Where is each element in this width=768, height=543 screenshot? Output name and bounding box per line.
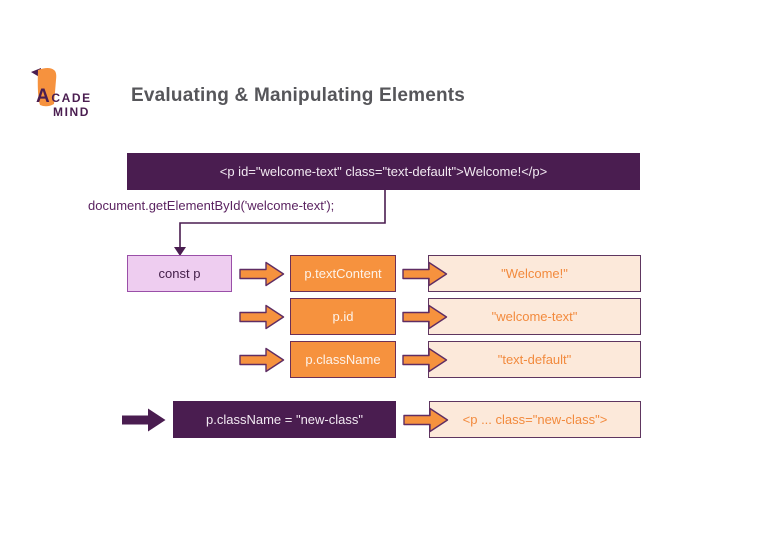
- value-label: "text-default": [497, 352, 572, 367]
- property-label: p.textContent: [304, 266, 382, 281]
- orange-arrow-icon: [239, 347, 285, 373]
- value-label: "welcome-text": [491, 309, 578, 324]
- logo-text-acade: ACADE: [36, 86, 92, 107]
- academind-logo: ACADE MIND: [27, 66, 122, 126]
- orange-arrow-icon: [239, 304, 285, 330]
- mutation-statement-box: p.className = "new-class": [173, 401, 396, 438]
- property-label: p.className: [305, 352, 381, 367]
- dark-arrow-icon: [122, 408, 166, 432]
- property-label: p.id: [332, 309, 354, 324]
- orange-arrow-icon: [239, 261, 285, 287]
- orange-arrow-icon: [402, 261, 448, 287]
- academind-scroll-icon: [31, 68, 57, 107]
- value-box-text-default: "text-default": [428, 341, 641, 378]
- value-box-welcome-text: "welcome-text": [428, 298, 641, 335]
- value-label: "Welcome!": [501, 266, 568, 281]
- selector-code: document.getElementById('welcome-text');: [88, 198, 335, 213]
- property-box-classname: p.className: [290, 341, 396, 378]
- mutation-result-label: <p ... class="new-class">: [462, 412, 608, 427]
- orange-arrow-icon: [402, 304, 448, 330]
- const-p-box: const p: [127, 255, 232, 292]
- property-box-id: p.id: [290, 298, 396, 335]
- academind-wordmark: ACADE MIND: [36, 86, 92, 119]
- page-title: Evaluating & Manipulating Elements: [131, 85, 466, 106]
- orange-arrow-icon: [402, 347, 448, 373]
- property-box-textcontent: p.textContent: [290, 255, 396, 292]
- mutation-statement-label: p.className = "new-class": [206, 412, 363, 427]
- value-box-welcome: "Welcome!": [428, 255, 641, 292]
- html-code-text: <p id="welcome-text" class="text-default…: [219, 164, 548, 179]
- const-p-label: const p: [158, 266, 201, 281]
- mutation-result-box: <p ... class="new-class">: [429, 401, 641, 438]
- logo-text-mind: MIND: [53, 105, 91, 119]
- orange-arrow-icon: [403, 407, 449, 433]
- html-code-banner: <p id="welcome-text" class="text-default…: [127, 153, 640, 190]
